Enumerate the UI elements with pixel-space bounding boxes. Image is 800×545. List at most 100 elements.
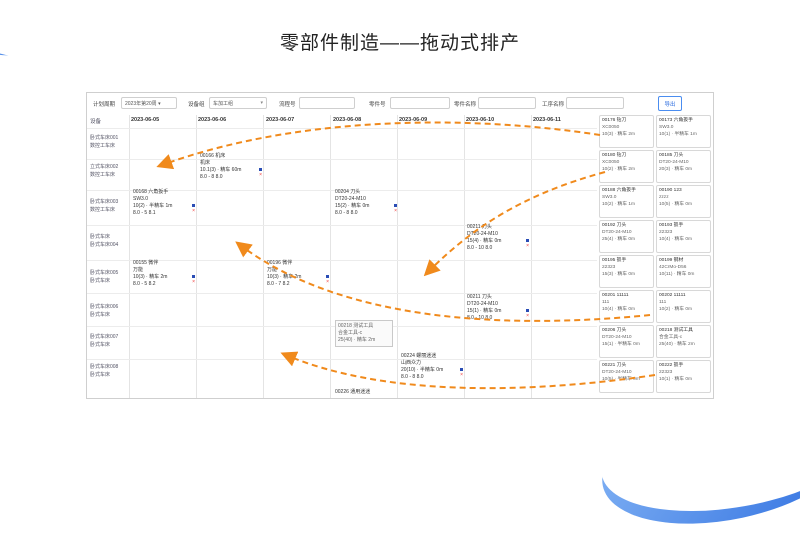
device-name: 立式车床002 [90,164,119,170]
remove-icon[interactable]: × [460,372,463,378]
card-op: 10(3) · 精车 2m [602,132,636,137]
task-handle-icon[interactable] [192,204,195,207]
device-name: 卧式车床005 [90,270,119,276]
task-title: 00204 刀头 [335,189,361,195]
remove-icon[interactable]: × [526,313,529,319]
column-divider [397,115,398,398]
remove-icon[interactable]: × [259,172,262,178]
date-header: 2023-06-09 [399,117,428,123]
card-spec: 42CrMo-D56 [659,265,687,270]
part-name-input[interactable] [478,97,536,109]
scheduled-task[interactable]: 00226 通用迷迷 [335,389,393,396]
remove-icon[interactable]: × [526,243,529,249]
part-name-label: 零件名称 [454,102,477,108]
part-no-input[interactable] [390,97,450,109]
task-time: 8.0 - 8 8.0 [335,210,358,216]
card-spec: 22323 [659,370,673,375]
task-op: 20(10) · 半精车 0m [401,367,444,373]
process-no-input[interactable] [299,97,355,109]
card-op: 15(3) · 精车 0m [602,272,636,277]
task-spec: DT20-24-M10 [335,196,366,202]
device-name: 卧式车床001 [90,135,119,141]
task-handle-icon[interactable] [259,168,262,171]
device-row-label: 卧式车床006 卧式车床 [90,303,118,319]
device-type: 卧式车床 [90,372,111,378]
task-title: 00166 机床 [200,153,226,159]
date-header: 2023-06-06 [198,117,227,123]
remove-icon[interactable]: × [192,208,195,214]
device-type: 卧式车床 [90,278,111,284]
scheduling-panel: 计划周期 2023年第20周 ▾ 设备组 车加工组▾ 流程号 零件号 零件名称 … [86,92,714,399]
card-title: 00201 11111 [602,293,629,298]
export-button[interactable]: 导出 [658,96,682,111]
remove-icon[interactable]: × [326,279,329,285]
task-handle-icon[interactable] [394,204,397,207]
card-op: 25(4) · 精车 0m [602,237,636,242]
task-spec: DT20-24-M10 [467,301,498,307]
process-name-input[interactable] [566,97,624,109]
task-handle-icon[interactable] [192,275,195,278]
chevron-down-icon: ▾ [260,100,263,106]
task-handle-icon[interactable] [326,275,329,278]
row-divider [87,159,597,160]
task-spec: DT20-24-M10 [467,231,498,237]
task-spec: 万能 [267,267,278,273]
device-type: 数控工车床 [90,143,116,149]
device-group-label: 设备组 [188,102,205,108]
task-title: 00168 六角扳手 [133,189,169,195]
card-op: 10(4) · 精车 0m [659,237,693,242]
task-time: 8.0 - 8 8.0 [200,174,223,180]
date-header: 2023-06-10 [466,117,495,123]
task-op: 10(3) · 精车 2m [133,274,168,280]
device-name: 卧式车床008 [90,364,119,370]
card-spec: 111 [659,300,667,305]
card-op: 10(11) · 精车 0m [659,272,695,277]
column-divider [464,115,465,398]
task-handle-icon[interactable] [526,239,529,242]
card-op: 10(1) · 精车 0m [659,377,693,382]
device-name: 卧式车床006 [90,304,119,310]
card-op: 20(3) · 精车 0m [659,167,693,172]
device-type: 卧式车床 [90,342,111,348]
date-header: 2023-06-08 [333,117,362,123]
task-op: 10(2) · 半精车 1m [133,203,173,209]
device-group-select[interactable]: 车加工组▾ [209,97,267,109]
task-time: 8.0 - 7 8.2 [267,281,290,287]
device-row-label: 卧式车床008 卧式车床 [90,363,118,379]
plan-cycle-label: 计划周期 [93,102,116,108]
plan-cycle-select[interactable]: 2023年第20周 ▾ [121,97,177,109]
remove-icon[interactable]: × [394,208,397,214]
device-type: 卧式车床 [90,312,111,318]
task-title: 00218 测试工具 [338,323,374,329]
device-type: 数控工车床 [90,172,116,178]
part-no-label: 零件号 [369,102,386,108]
task-handle-icon[interactable] [526,309,529,312]
remove-icon[interactable]: × [192,279,195,285]
task-handle-icon[interactable] [460,368,463,371]
